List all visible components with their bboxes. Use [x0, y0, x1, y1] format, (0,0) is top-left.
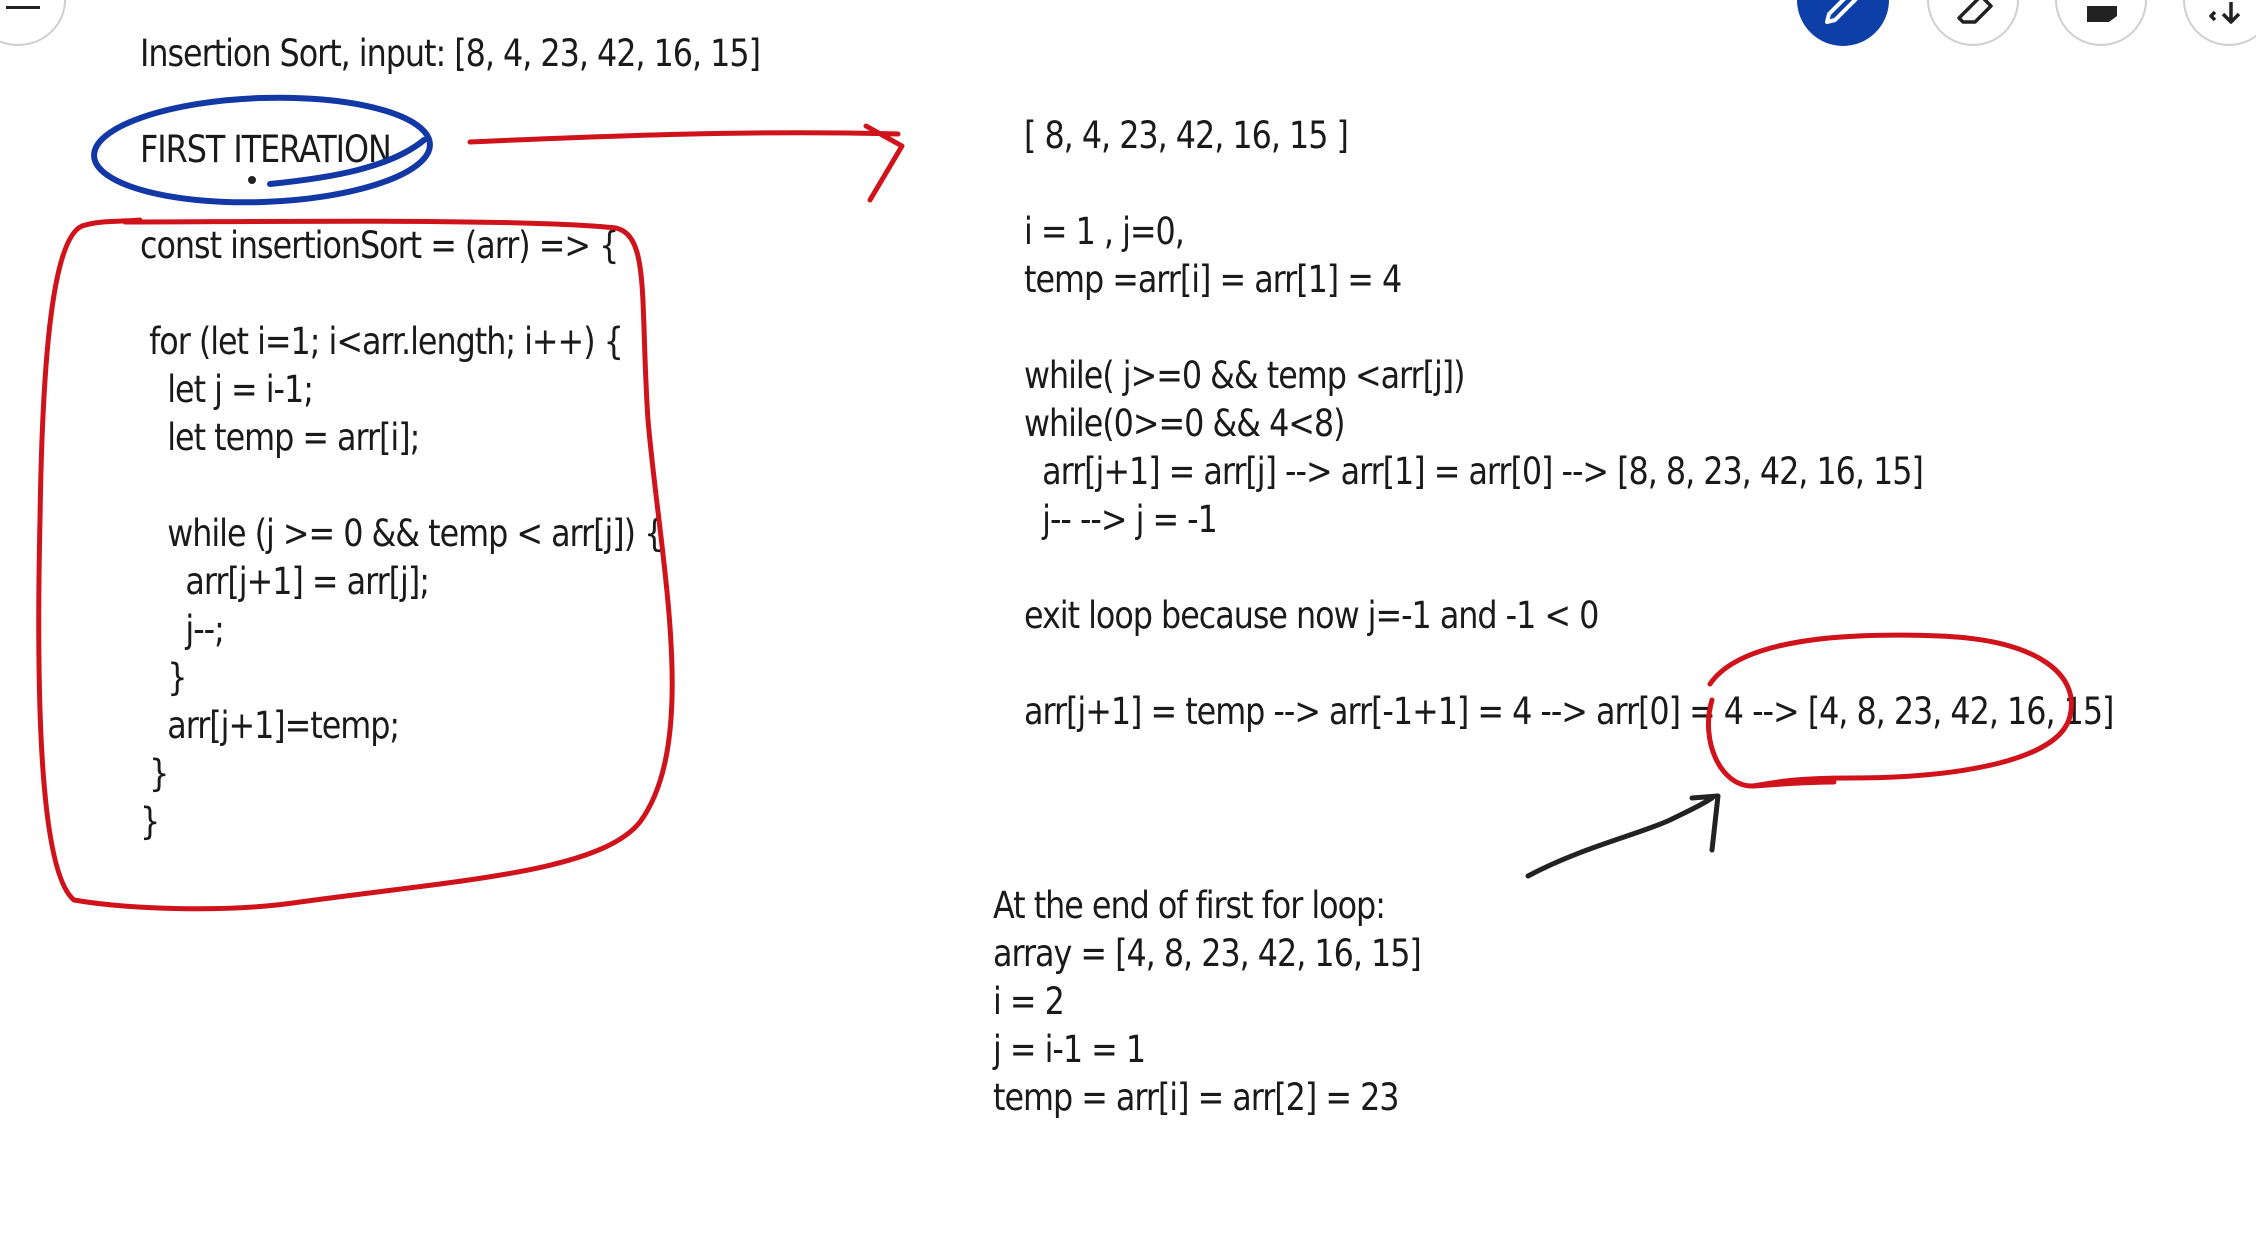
- page-title: Insertion Sort, input: [8, 4, 23, 42, 16…: [140, 32, 761, 75]
- trace-line: j-- --> j = -1: [1024, 498, 1218, 541]
- red-arrow-annotation: [467, 123, 905, 203]
- move-tool-button[interactable]: [2183, 0, 2256, 46]
- code-line: arr[j+1]=temp;: [140, 704, 400, 747]
- summary-line: At the end of first for loop:: [993, 884, 1386, 927]
- code-line: while (j >= 0 && temp < arr[j]) {: [140, 512, 664, 555]
- trace-line: arr[j+1] = arr[j] --> arr[1] = arr[0] --…: [1024, 450, 1924, 493]
- code-line: j--;: [140, 608, 224, 651]
- ink-dot: [248, 176, 256, 184]
- red-code-box-annotation: [36, 217, 675, 912]
- trace-line: exit loop because now j=-1 and -1 < 0: [1024, 594, 1599, 637]
- black-arrow-annotation: [1525, 793, 1721, 879]
- trace-line: while( j>=0 && temp <arr[j]): [1024, 354, 1466, 397]
- menu-icon: [6, 6, 40, 9]
- trace-line: arr[j+1] = temp --> arr[-1+1] = 4 --> ar…: [1024, 690, 2114, 733]
- pen-icon: [1825, 0, 1858, 24]
- code-line: arr[j+1] = arr[j];: [140, 560, 430, 603]
- sticky-note-icon: [2087, 6, 2117, 22]
- code-line: const insertionSort = (arr) => {: [140, 224, 619, 267]
- code-line: }: [140, 752, 169, 795]
- trace-line: [ 8, 4, 23, 42, 16, 15 ]: [1024, 114, 1349, 157]
- eraser-icon: [1957, 0, 1993, 24]
- summary-line: array = [4, 8, 23, 42, 16, 15]: [993, 932, 1422, 975]
- trace-line: i = 1 , j=0,: [1024, 210, 1185, 253]
- blue-circle-annotation: [91, 94, 433, 206]
- section-label: FIRST ITERATION: [140, 128, 392, 171]
- sticky-note-tool-button[interactable]: [2055, 0, 2147, 46]
- blue-underline-stroke: [267, 137, 427, 187]
- trace-line: while(0>=0 && 4<8): [1024, 402, 1346, 445]
- code-line: }: [140, 800, 160, 843]
- summary-line: i = 2: [993, 980, 1065, 1023]
- code-line: for (let i=1; i<arr.length; i++) {: [140, 320, 624, 363]
- move-icon: [2209, 2, 2241, 24]
- summary-line: j = i-1 = 1: [993, 1028, 1146, 1071]
- trace-line: temp =arr[i] = arr[1] = 4: [1024, 258, 1402, 301]
- code-line: let temp = arr[i];: [140, 416, 420, 459]
- code-line: let j = i-1;: [140, 368, 314, 411]
- summary-line: temp = arr[i] = arr[2] = 23: [993, 1076, 1400, 1119]
- code-line: }: [140, 656, 187, 699]
- pen-tool-button[interactable]: [1797, 0, 1889, 46]
- red-result-circle-annotation: [1706, 632, 2074, 789]
